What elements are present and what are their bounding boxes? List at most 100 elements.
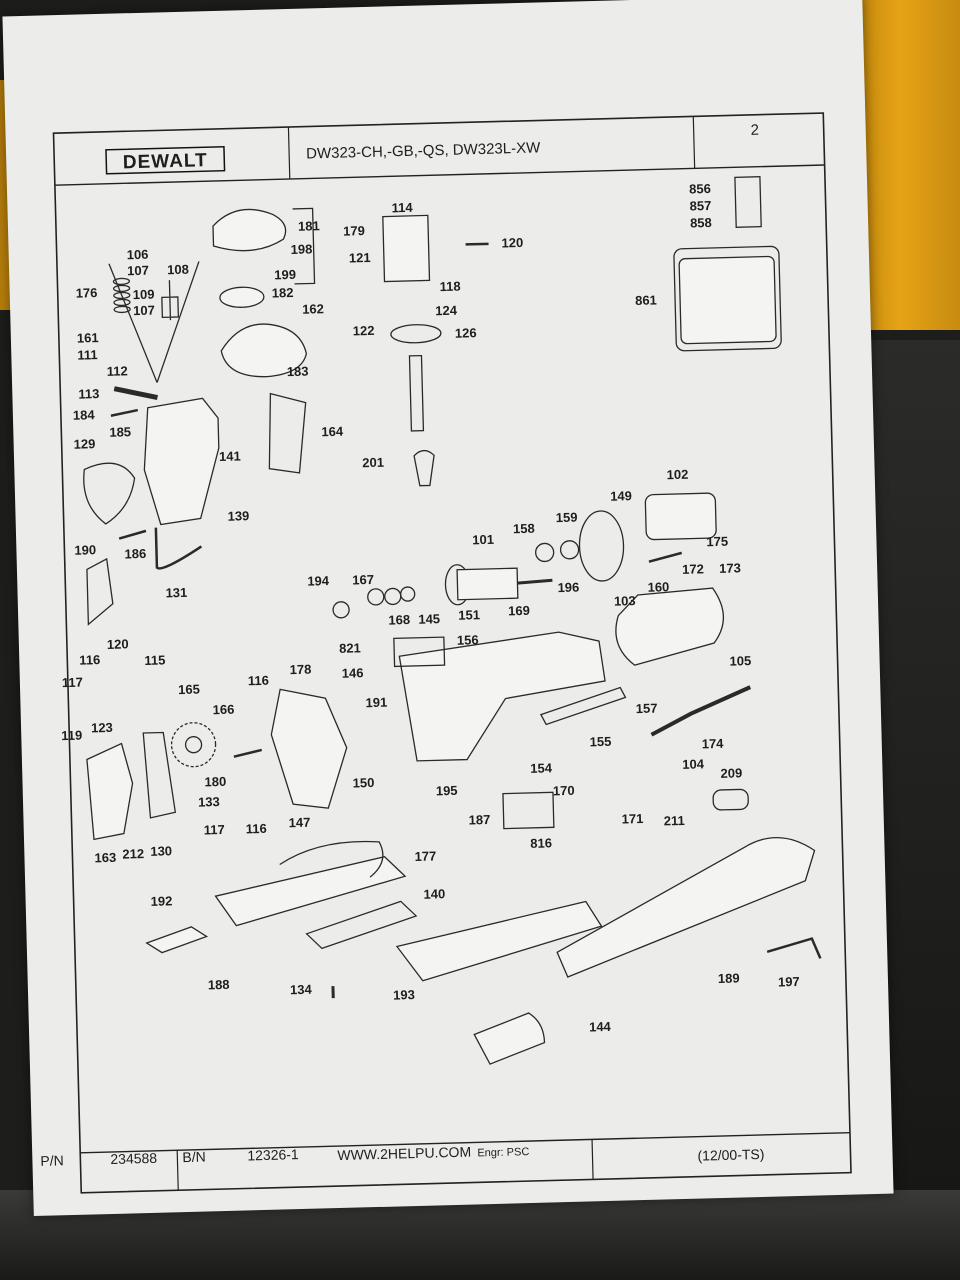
part-label: 163 [94, 850, 116, 866]
part-145-drawing [400, 586, 416, 602]
part-label: 856 [689, 181, 711, 197]
part-label: 149 [610, 488, 632, 504]
part-label: 181 [298, 218, 320, 234]
part-label: 179 [343, 223, 365, 239]
part-label: 140 [423, 886, 445, 902]
part-201-lower [413, 449, 435, 487]
part-label: 116 [246, 821, 267, 837]
part-label: 161 [77, 330, 99, 346]
part-label: 103 [614, 593, 636, 609]
part-130-drawing [142, 731, 177, 819]
parts-diagram-sheet: DEWALT DW323-CH,-GB,-QS, DW323L-XW 2 P/N… [2, 0, 894, 1217]
part-label: 162 [302, 301, 324, 317]
part-label: 119 [61, 728, 82, 744]
part-label: 172 [682, 561, 704, 577]
part-label: 182 [272, 285, 294, 301]
part-label: 173 [719, 560, 741, 576]
part-183-drawing [220, 323, 308, 378]
part-159-bearing [559, 540, 580, 560]
part-label: 816 [530, 835, 552, 851]
website: WWW.2HELPU.COM [337, 1144, 471, 1163]
part-label: 130 [150, 843, 172, 859]
part-label: 116 [248, 673, 269, 689]
dewalt-logo: DEWALT [105, 145, 226, 175]
part-label: 122 [353, 323, 375, 339]
pn-value: 234588 [110, 1150, 157, 1167]
part-label: 114 [391, 200, 413, 216]
leader-line [156, 261, 200, 383]
part-194-drawing [332, 601, 350, 619]
page-number: 2 [750, 122, 759, 139]
part-113-rod [113, 386, 158, 400]
part-190-drawing [86, 557, 114, 626]
part-label: 171 [621, 811, 643, 827]
part-129-drawing [83, 462, 136, 525]
part-188-upper [279, 840, 384, 878]
part-label: 123 [91, 720, 113, 736]
part-label: 177 [414, 848, 436, 864]
part-label: 165 [178, 682, 200, 698]
part-label: 117 [204, 822, 225, 838]
part-label: 158 [513, 521, 535, 537]
part-label: 178 [289, 662, 311, 678]
part-label: 147 [288, 815, 310, 831]
part-label: 196 [557, 580, 579, 596]
part-label: 120 [107, 636, 129, 652]
part-182-drawing [219, 286, 265, 308]
part-label: 861 [635, 292, 657, 308]
part-label: 120 [501, 235, 523, 251]
part-149-drawing [578, 510, 625, 582]
part-label: 129 [73, 436, 95, 452]
part-label: 139 [227, 508, 249, 524]
part-label: 821 [339, 640, 361, 656]
part-158-bearing [535, 542, 555, 563]
part-101-armature [444, 564, 553, 606]
part-label: 193 [393, 987, 415, 1003]
part-109-spring [112, 277, 131, 314]
part-label: 133 [198, 794, 220, 810]
part-label: 168 [388, 612, 410, 628]
part-144-drawing [473, 1012, 546, 1065]
part-label: 185 [109, 424, 131, 440]
part-label: 107 [127, 263, 149, 279]
part-label: 151 [458, 607, 480, 623]
part-label: 109 [133, 287, 155, 303]
part-label: 106 [127, 247, 149, 263]
part-160-drawing [615, 587, 725, 666]
part-label: 155 [589, 734, 611, 750]
part-label: 180 [204, 774, 226, 790]
part-labels: 106 107 176 109 107 108 161 111 112 113 … [61, 181, 800, 1034]
part-label: 102 [666, 467, 688, 483]
part-label: 192 [150, 893, 172, 909]
part-179-bracket [292, 207, 316, 285]
part-167-drawing [367, 588, 385, 606]
part-label: 211 [664, 813, 685, 829]
part-193-drawing [395, 900, 603, 982]
part-861-case [678, 255, 777, 345]
part-label: 174 [702, 736, 725, 752]
header-cell-divider [692, 116, 696, 169]
part-189-drawing [556, 836, 816, 978]
part-label: 157 [636, 701, 658, 717]
part-114-drawing [382, 214, 431, 283]
screw-drawing [465, 242, 489, 246]
part-label: 116 [79, 652, 100, 668]
part-821-label [393, 636, 446, 668]
part-label: 107 [133, 303, 155, 319]
part-label: 104 [682, 756, 705, 772]
part-label: 150 [352, 775, 374, 791]
exploded-parts-diagram: DEWALT DW323-CH,-GB,-QS, DW323L-XW 2 P/N… [40, 112, 852, 1194]
part-156-drawing [398, 631, 606, 762]
part-label: 159 [556, 510, 578, 526]
part-label: 113 [78, 386, 99, 402]
part-label: 858 [690, 215, 712, 231]
part-label: 194 [307, 573, 330, 589]
part-label: 197 [778, 974, 800, 990]
part-label: 201 [362, 455, 384, 471]
part-165-gear [170, 722, 217, 768]
part-label: 190 [74, 542, 96, 558]
part-label: 154 [530, 760, 553, 776]
revision: (12/00-TS) [697, 1146, 764, 1164]
part-label: 212 [122, 846, 144, 862]
part-140-drawing [305, 900, 418, 950]
